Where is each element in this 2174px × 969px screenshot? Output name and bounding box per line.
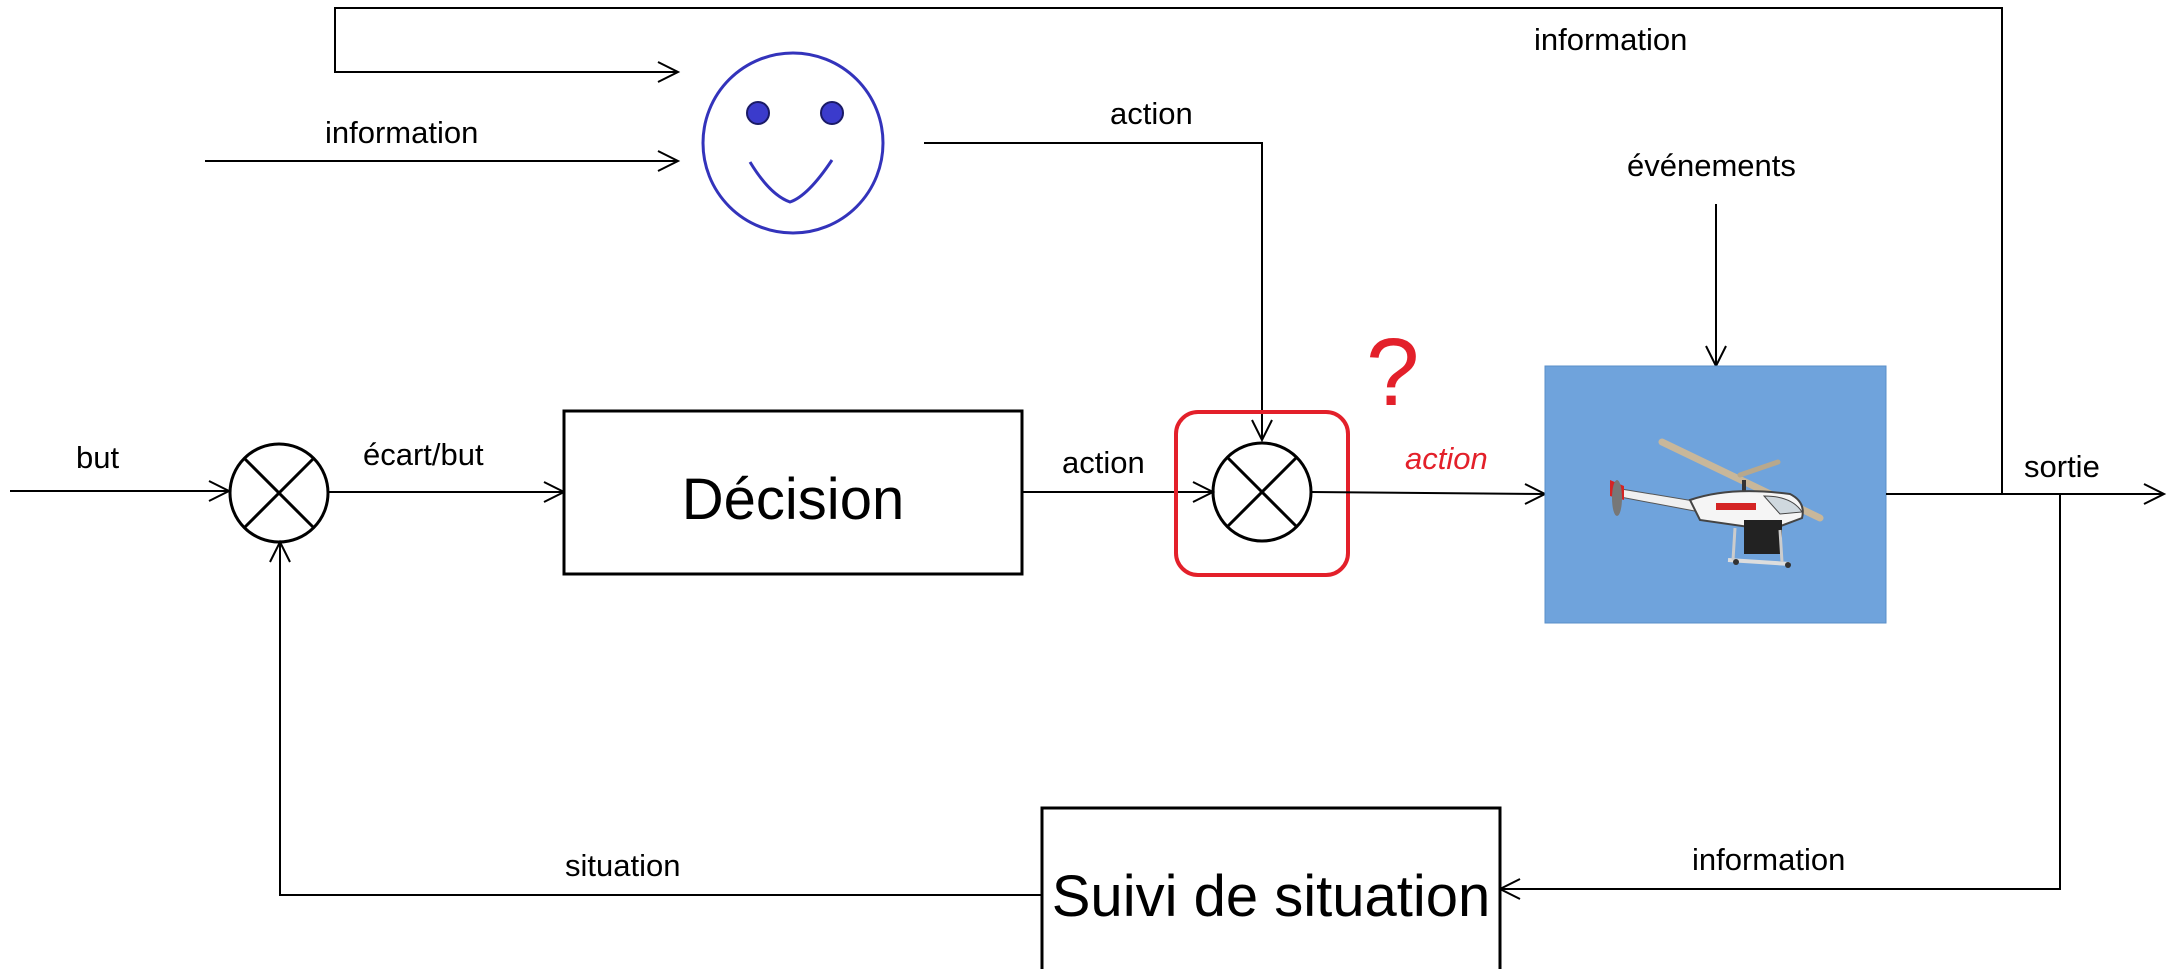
arrowhead	[2143, 483, 2167, 505]
smiley-face-icon	[701, 51, 885, 235]
sortie-label: sortie	[2024, 449, 2100, 484]
information-top-wire	[334, 7, 2003, 493]
suivi-block	[1040, 806, 1502, 969]
action-human-label: action	[1110, 96, 1193, 131]
situation-wire	[279, 542, 1042, 896]
helicopter-photo	[1544, 365, 1887, 624]
situation-label: situation	[565, 848, 680, 883]
action-output-wire	[1310, 491, 1546, 495]
arrowhead	[657, 150, 681, 172]
action-human-wire	[924, 142, 1263, 440]
question-mark: ?	[1366, 319, 1419, 426]
arrowhead	[1251, 419, 1273, 443]
suivi-label: Suivi de situation	[1052, 864, 1490, 929]
action-decision-label: action	[1062, 445, 1145, 480]
information-feedback-label: information	[1692, 842, 1845, 877]
information-feedback-wire	[1500, 494, 2061, 890]
highlight-box	[1174, 410, 1350, 577]
ecart-but-label: écart/but	[363, 437, 484, 472]
junction-circle-cross-icon	[1211, 441, 1313, 543]
comparator-circle-cross-icon	[228, 442, 330, 544]
action-output-label: action	[1405, 441, 1488, 476]
but-label: but	[76, 440, 119, 475]
evenements-label: événements	[1627, 148, 1796, 183]
decision-block	[562, 409, 1024, 576]
arrowhead	[269, 539, 291, 563]
information-top-label: information	[1534, 22, 1687, 57]
information-left-label: information	[325, 115, 478, 150]
decision-label: Décision	[682, 467, 904, 532]
arrowhead	[657, 61, 681, 83]
